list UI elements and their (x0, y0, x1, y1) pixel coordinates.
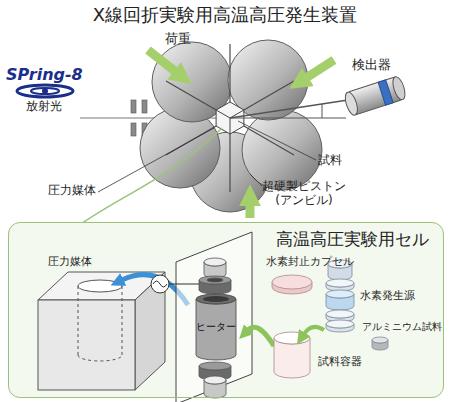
heater-bore (203, 296, 229, 302)
zoom-line (70, 128, 222, 232)
electrode-plate (176, 232, 252, 402)
part-label: 検出器 (352, 58, 391, 73)
sample-container (274, 332, 310, 378)
heater-top (196, 294, 236, 304)
diffracted-beam (230, 100, 348, 118)
diagram-title: X線回折実験用高温高圧発生装置 (0, 3, 450, 27)
detector-symbol (343, 75, 407, 116)
part-label: 試料容器 (318, 356, 362, 369)
angle-mark (322, 104, 323, 118)
part-label: 試料 (318, 154, 342, 168)
sample-stack-part (326, 260, 388, 350)
part-label: アルミニウム試料 (362, 321, 442, 333)
pressure-medium-cube (38, 272, 165, 390)
insert-arrow (248, 327, 274, 346)
panel-box: 高温高圧実験用セルヒーター (8, 222, 444, 398)
node-label: ヒーター (194, 320, 238, 334)
insert-arrow (304, 327, 324, 334)
spring8-logo (17, 85, 73, 97)
part-label: 圧力媒体 (48, 256, 92, 269)
beam-line (230, 118, 346, 119)
part-label: 水素封止カプセル (266, 256, 354, 269)
part-label: 超硬製ピストン (アンビル) (258, 180, 350, 208)
heater-cylinder: ヒーター (194, 293, 238, 361)
part-label: 圧力媒体 (48, 184, 96, 198)
panel-heading: 高温高圧実験用セル (276, 228, 429, 251)
logo-text: SPring-8 (6, 66, 83, 84)
part-label: 水素発生源 (360, 290, 415, 303)
hydrogen-capsule (272, 275, 312, 294)
part-label: 放射光 (26, 100, 62, 114)
part-label: 荷重 (165, 32, 191, 47)
ac-source-symbol (151, 275, 204, 293)
